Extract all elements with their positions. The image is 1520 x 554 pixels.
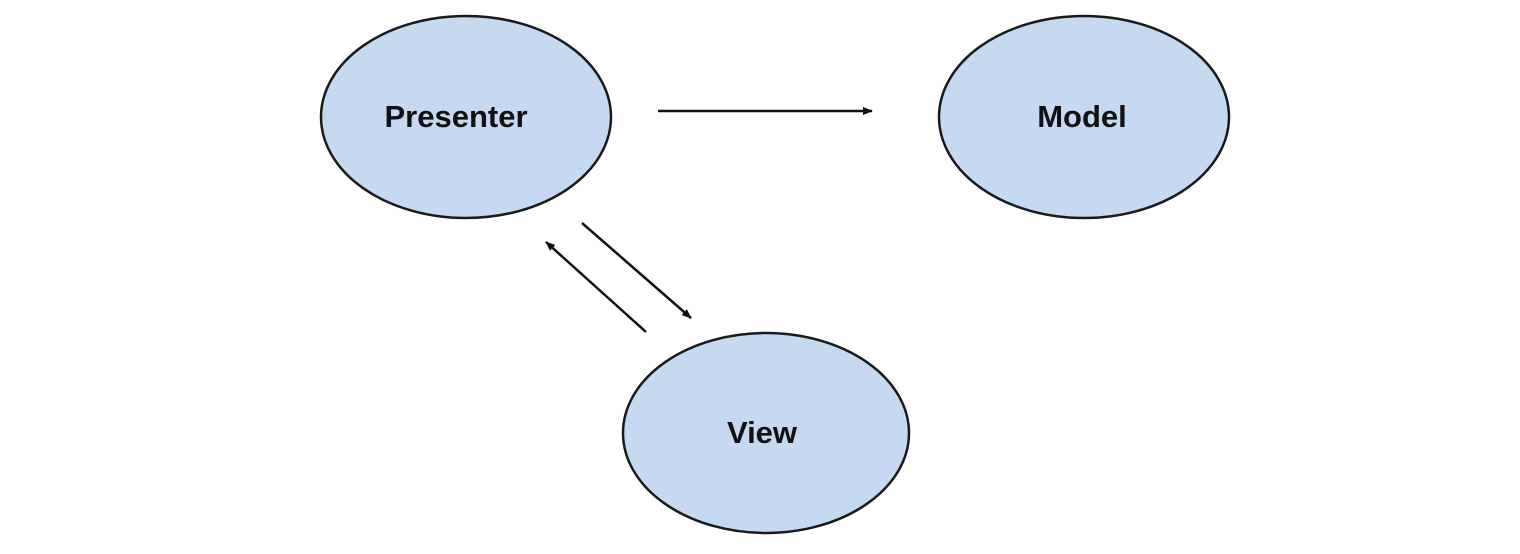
node-presenter: Presenter bbox=[319, 14, 613, 220]
edge-view-to-presenter bbox=[545, 241, 647, 333]
node-presenter-shape bbox=[319, 14, 613, 220]
node-model-shape bbox=[937, 14, 1231, 220]
node-view: View bbox=[621, 331, 911, 535]
node-model: Model bbox=[937, 14, 1231, 220]
node-view-shape bbox=[621, 331, 911, 535]
node-presenter-label: Presenter bbox=[384, 99, 527, 134]
edge-presenter-to-view bbox=[581, 222, 692, 319]
node-view-label: View bbox=[727, 415, 798, 450]
node-model-label: Model bbox=[1037, 99, 1127, 134]
